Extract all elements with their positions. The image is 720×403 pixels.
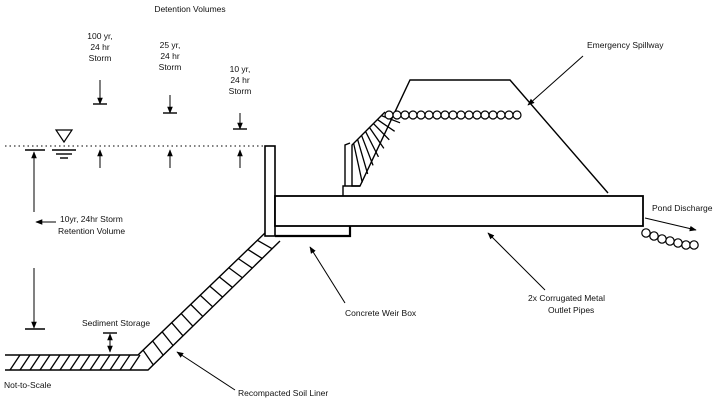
embankment [342, 79, 609, 196]
sediment-storage-label: Sediment Storage [82, 318, 150, 328]
svg-text:100 yr,: 100 yr, [87, 31, 113, 41]
water-level-icon [52, 129, 76, 159]
outlet-pipes-label: 2x Corrugated Metal Outlet Pipes [528, 293, 605, 315]
storm-level-arrows [93, 80, 247, 168]
soil-liner-label: Recompacted Soil Liner [238, 388, 328, 398]
outlet-pipes [274, 195, 644, 227]
svg-text:2x Corrugated Metal: 2x Corrugated Metal [528, 293, 605, 303]
not-to-scale-label: Not-to-Scale [4, 380, 52, 390]
diagram-title: Detention Volumes [154, 4, 225, 14]
svg-text:24 hr: 24 hr [160, 51, 180, 61]
pond-discharge-label: Pond Discharge [652, 203, 713, 213]
svg-text:24 hr: 24 hr [90, 42, 110, 52]
svg-text:Storm: Storm [159, 62, 182, 72]
discharge-arrow [644, 217, 697, 232]
svg-text:Outlet Pipes: Outlet Pipes [548, 305, 594, 315]
concrete-weir-box [264, 145, 352, 238]
emergency-spillway [384, 110, 522, 120]
retention-volume-dimension [25, 149, 45, 330]
concrete-weir-box-label: Concrete Weir Box [345, 308, 417, 318]
recompacted-soil-liner [5, 232, 281, 371]
sediment-storage-dimension [103, 332, 117, 353]
svg-text:24 hr: 24 hr [230, 75, 250, 85]
storm-10yr-label: 10 yr, 24 hr Storm [229, 64, 252, 96]
storm-25yr-label: 25 yr, 24 hr Storm [159, 40, 182, 72]
svg-text:10yr, 24hr Storm: 10yr, 24hr Storm [60, 214, 123, 224]
svg-text:Storm: Storm [89, 53, 112, 63]
storm-100yr-label: 100 yr, 24 hr Storm [87, 31, 113, 63]
pond-discharge-riprap [641, 228, 699, 250]
svg-text:10 yr,: 10 yr, [230, 64, 251, 74]
retention-volume-label: 10yr, 24hr Storm Retention Volume [58, 214, 125, 236]
svg-text:Storm: Storm [229, 86, 252, 96]
svg-text:Retention Volume: Retention Volume [58, 226, 125, 236]
svg-text:25 yr,: 25 yr, [160, 40, 181, 50]
emergency-spillway-label: Emergency Spillway [587, 40, 664, 50]
